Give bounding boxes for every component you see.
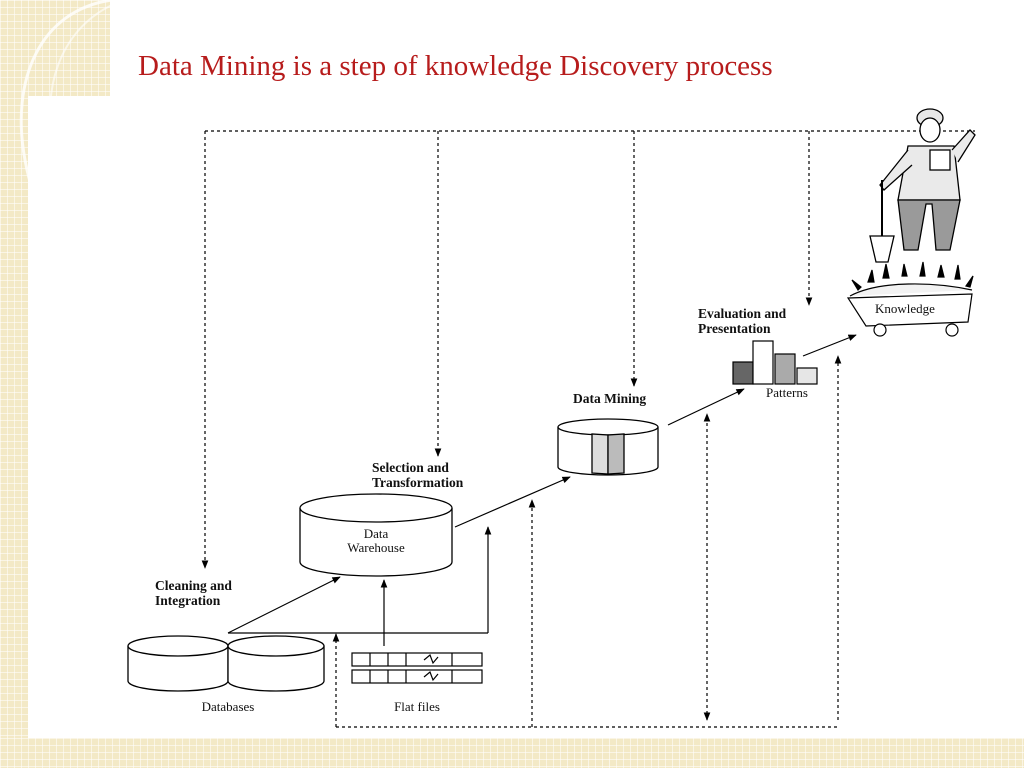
- warehouse-label-line2: Warehouse: [347, 540, 405, 555]
- knowledge-cart-icon: [846, 261, 974, 337]
- selection-transformation-label-line1: Selection and: [372, 460, 449, 475]
- process-arrows: [227, 334, 857, 646]
- databases-icon: [127, 635, 325, 692]
- evaluation-presentation-label-line2: Presentation: [698, 321, 771, 336]
- patterns-label: Patterns: [766, 385, 808, 400]
- data-mining-label: Data Mining: [573, 391, 646, 406]
- decorative-swirl: [19, 0, 113, 272]
- databases-label: Databases: [202, 699, 255, 714]
- flat-files-icon: [351, 652, 483, 684]
- evaluation-presentation-label-line1: Evaluation and: [698, 306, 787, 321]
- feedback-loop-top: [201, 130, 975, 569]
- patterns-icon: [732, 340, 818, 385]
- slide-title: Data Mining is a step of knowledge Disco…: [138, 50, 773, 82]
- knowledge-label: Knowledge: [875, 301, 935, 316]
- miner-figure-icon: [869, 108, 976, 263]
- cleaning-integration-label-line2: Integration: [155, 593, 221, 608]
- cleaning-integration-label-line1: Cleaning and: [155, 578, 232, 593]
- warehouse-label-line1: Data: [364, 526, 389, 541]
- decorative-bottom-border: [0, 738, 1024, 768]
- feedback-loop-bottom: [332, 355, 842, 728]
- data-mining-icon: [557, 418, 659, 476]
- flat-files-label: Flat files: [394, 699, 440, 714]
- selection-transformation-label-line2: Transformation: [372, 475, 464, 490]
- content-panel: [28, 96, 1024, 738]
- data-warehouse-icon: [299, 493, 453, 577]
